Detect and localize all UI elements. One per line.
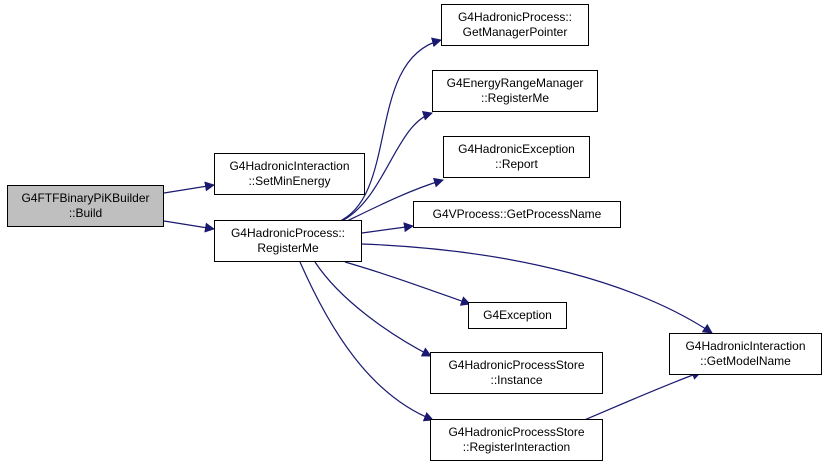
node-label-line2: ::SetMinEnergy [248,174,331,188]
node-label-line2: ::Instance [490,373,543,387]
node-label-line1: G4HadronicException [458,142,575,156]
node-label-line2: ::RegisterInteraction [462,440,571,454]
node-label-line1: G4HadronicProcess:: [457,10,573,24]
node-label-line1: G4HadronicProcessStore [448,425,585,439]
edge-register-me-to-exception-report [344,177,444,223]
edge-register-me-to-get-model-name [361,243,713,334]
node-hadronic-process-store-register-interaction[interactable]: G4HadronicProcessStore ::RegisterInterac… [430,419,603,461]
node-g4exception[interactable]: G4Exception [468,302,567,329]
node-label-line1: G4FTFBinaryPiKBuilder [21,191,150,205]
node-energy-range-manager-register-me[interactable]: G4EnergyRangeManager ::RegisterMe [432,70,598,112]
node-ftf-binary-pik-builder-build[interactable]: G4FTFBinaryPiKBuilder ::Build [7,185,164,227]
node-vprocess-get-process-name[interactable]: G4VProcess::GetProcessName [413,201,621,228]
node-label-line2: ::Report [495,157,538,171]
node-label-line1: G4VProcess::GetProcessName [432,207,602,221]
edge-root-to-set-min-energy [163,181,215,194]
node-label-line1: G4HadronicInteraction [685,339,806,353]
edge-register-me-to-g4exception [344,261,471,306]
edge-store-register-interaction-to-get-model-name [581,370,702,422]
node-hadronic-process-store-instance[interactable]: G4HadronicProcessStore ::Instance [430,352,603,394]
edge-root-to-hp-register-me [163,220,215,233]
node-label-line2: ::RegisterMe [480,91,550,105]
node-hadronic-exception-report[interactable]: G4HadronicException ::Report [443,136,590,178]
node-label-line2: ::Build [68,206,103,220]
node-hadronic-interaction-set-min-energy[interactable]: G4HadronicInteraction ::SetMinEnergy [214,153,365,195]
node-label-line1: G4HadronicInteraction [229,159,350,173]
node-hadronic-process-register-me[interactable]: G4HadronicProcess:: RegisterMe [214,220,362,262]
node-label-line2: GetManagerPointer [462,25,568,39]
node-label-line2: RegisterMe [257,241,319,255]
node-label-line1: G4EnergyRangeManager [446,76,584,90]
edge-register-me-to-get-manager-pointer [337,37,442,223]
edge-register-me-to-get-process-name [361,222,414,234]
node-hadronic-interaction-get-model-name[interactable]: G4HadronicInteraction ::GetModelName [669,333,822,375]
node-label-line1: G4HadronicProcess:: [230,226,346,240]
edge-register-me-to-store-instance [314,261,432,357]
node-hadronic-process-get-manager-pointer[interactable]: G4HadronicProcess:: GetManagerPointer [441,4,589,46]
node-label-line2: ::GetModelName [700,354,791,368]
node-label-line1: G4Exception [483,308,552,322]
edge-register-me-to-erm-register-me [339,111,433,223]
edge-register-me-to-store-register-interaction [299,261,434,422]
node-label-line1: G4HadronicProcessStore [448,358,585,372]
